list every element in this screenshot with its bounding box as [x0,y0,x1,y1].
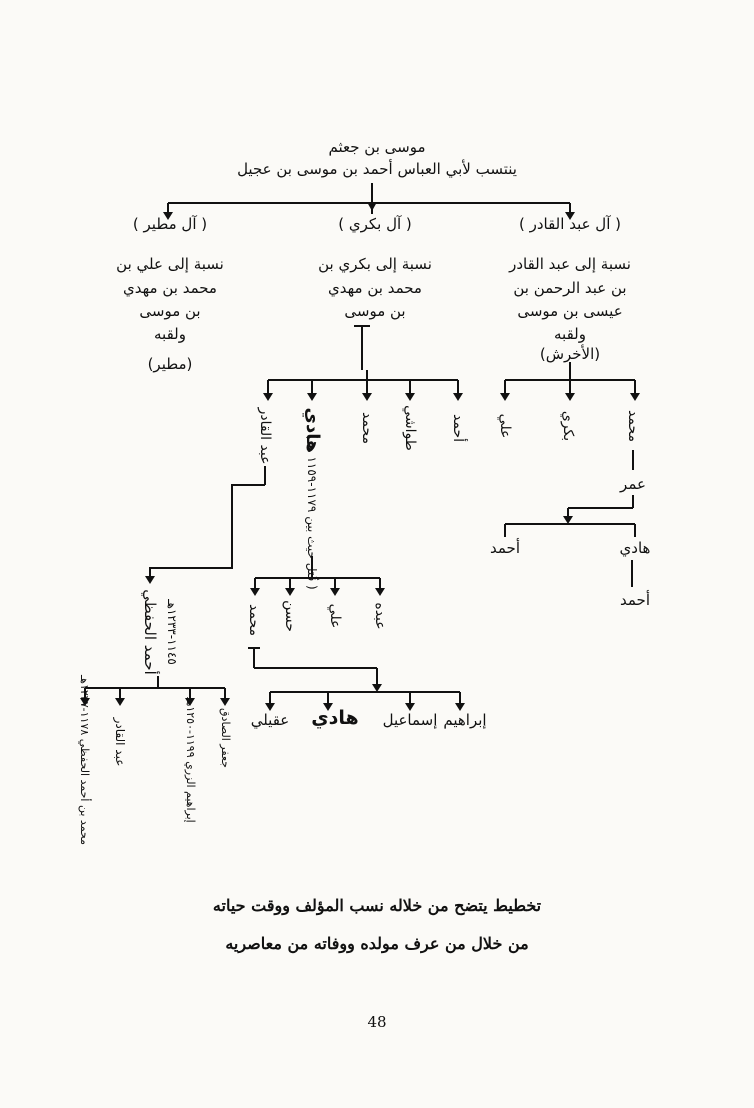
bakri-child-tawashi: طواشي [402,405,418,451]
umar: عمر [620,475,646,493]
branch-abdulqadir-line: ولقبه [554,325,586,343]
abdulqadir-child-muhammad: محمد [625,410,641,442]
root-lineage: ينتسب لأبي العباس أحمد بن موسى بن عجيل [237,160,517,178]
umar-child-ahmad: أحمد [490,539,520,557]
branch-bakri-line: محمد بن مهدي [328,279,422,297]
branch-mutair-line: محمد بن مهدي [123,279,217,297]
branch-abdulqadir-line: عيسى بن موسى [517,302,623,320]
branch-bakri-title: ( آل بكري ) [338,215,412,233]
page-number: 48 [367,1013,387,1031]
branch-bakri-line: نسبة إلى بكري بن [318,255,432,273]
ahmad-hafidh-dates: ١١٤٥-١٢٣٣هـ [165,599,179,665]
branch-mutair-line: بن موسى [139,302,201,320]
caption-line-2: من خلال من عرف مولده ووفاته من معاصريه [225,934,529,953]
ahmad-hafidh-name: أحمد الحفظي [141,589,159,675]
ahmad-child-muhammad: محمد بن أحمد الحفظي ١١٧٨-١٢٣٧هـ [78,674,91,846]
hadi-child-ali: علي [327,603,343,629]
hadi-child-abdo: عبده [372,602,388,630]
caption-line-1: تخطيط يتضح من خلاله نسب المؤلف ووقت حيات… [212,896,542,915]
branch-mutair-nickname: (مطير) [147,355,193,373]
bakri-child-abdulqadir: عبد القادر [257,407,273,465]
branch-bakri-line: بن موسى [344,302,406,320]
ahmad-child-jafar: جعفر الصادق [219,708,232,768]
root-name: موسى بن جعثم [328,138,426,156]
branch-abdulqadir-title: ( آل عبد القادر ) [518,215,621,233]
ahmad-child-abdulqadir: عبد القادر [113,717,127,767]
abdulqadir-child-ali: علي [497,413,513,439]
muhammad-child-hadi: هادي [311,707,359,729]
branch-abdulqadir-line: بن عبد الرحمن بن [513,279,627,297]
abdulqadir-child-bakri: بكري [560,410,576,442]
muhammad-child-ismail: إسماعيل [382,711,438,729]
hadi-child-hasan: حسن [282,600,298,632]
branch-abdulqadir-line: نسبة إلى عبد القادر [509,255,631,273]
hadi-child-ahmad: أحمد [620,591,650,609]
ahmad-child-ibrahim: إبراهيم الزري ١١٩٩-١٢٥٠هـ [184,697,197,823]
branch-mutair-line: ولقبه [154,325,186,343]
umar-child-hadi: هادي [619,539,651,557]
branch-abdulqadir-nickname: (الأخرش) [539,345,601,363]
hadi-child-muhammad: محمد [246,604,262,636]
muhammad-child-aqili: عقيلي [250,711,290,729]
branch-mutair-title: ( آل مطير ) [132,215,208,233]
bakri-child-muhammad: محمد [359,412,375,444]
branch-mutair-line: نسبة إلى علي بن [116,255,224,273]
bakri-child-ahmad: أحمد [450,414,466,442]
muhammad-child-ibrahim: إبراهيم [443,711,487,729]
hadi-note: ( قُتل حيث بين ١١٧٩-١١٥٩ هـ ) [305,434,319,590]
